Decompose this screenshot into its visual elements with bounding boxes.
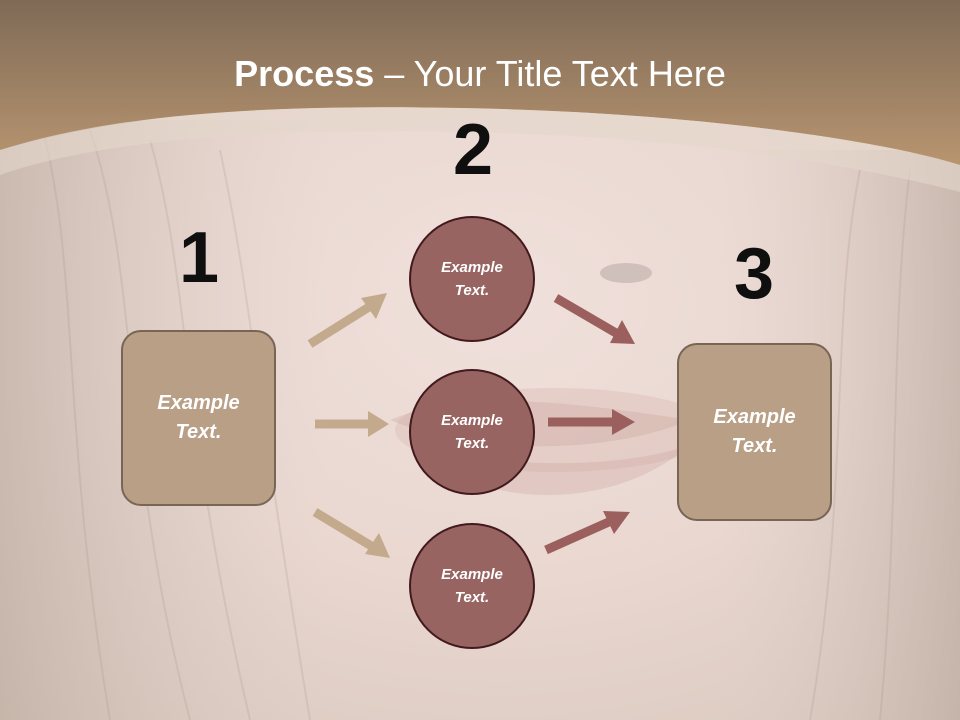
process-circle-middle-line-2: Text. (454, 435, 490, 452)
step-number-2[interactable]: 2 (452, 110, 494, 190)
step-number-1[interactable]: 1 (178, 218, 220, 298)
slide-title[interactable]: Process – Your Title Text Here (0, 52, 960, 96)
process-circle-top-line-2: Text. (454, 282, 490, 299)
process-circle-top[interactable]: Example Text. (409, 216, 535, 342)
nostril-shadow (600, 263, 652, 283)
arrow-mid-right (548, 409, 635, 435)
arrow-left-down (312, 508, 390, 558)
arrow-bottom-right (544, 511, 630, 555)
process-circle-top-line-1: Example (441, 259, 503, 276)
process-circle-bottom-line-1: Example (441, 566, 503, 583)
process-circle-middle-text: Example Text. (441, 409, 503, 455)
title-bold: Process (234, 53, 375, 94)
arrow-left-mid (315, 411, 389, 437)
output-box-line-1: Example (713, 406, 796, 428)
process-circle-bottom-line-2: Text. (454, 589, 490, 606)
header-swoosh (0, 107, 960, 192)
title-rest: Your Title Text Here (413, 53, 726, 94)
output-box[interactable]: Example Text. (677, 343, 832, 521)
process-circle-bottom[interactable]: Example Text. (409, 523, 535, 649)
process-circle-bottom-text: Example Text. (441, 563, 503, 609)
arrow-top-right (553, 294, 635, 344)
header-band (0, 0, 960, 165)
input-box-line-1: Example (157, 392, 240, 414)
process-circle-middle-line-1: Example (441, 412, 503, 429)
process-circle-top-text: Example Text. (441, 256, 503, 302)
input-box[interactable]: Example Text. (121, 330, 276, 506)
title-separator: – (384, 53, 405, 94)
arrow-left-up (307, 293, 387, 348)
output-box-line-2: Text. (731, 435, 778, 457)
output-box-text: Example Text. (713, 403, 795, 461)
input-box-line-2: Text. (175, 421, 222, 443)
input-box-text: Example Text. (157, 389, 239, 447)
process-circle-middle[interactable]: Example Text. (409, 369, 535, 495)
step-number-3[interactable]: 3 (733, 234, 775, 314)
